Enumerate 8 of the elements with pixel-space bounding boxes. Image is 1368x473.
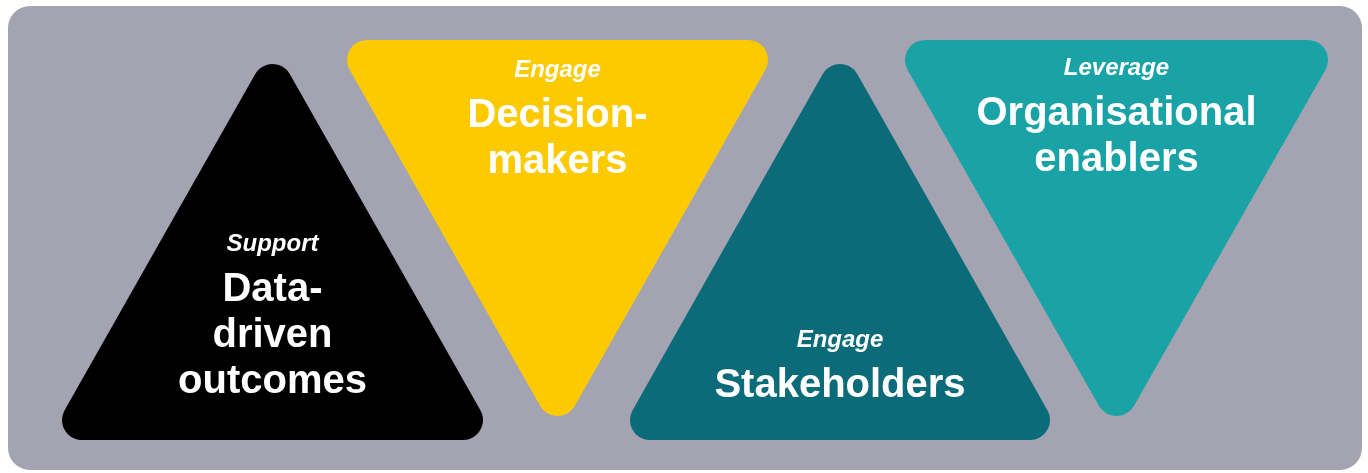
heading-label: Engage <box>796 324 884 354</box>
title-label: Stakeholders <box>714 360 966 406</box>
heading-label: Engage <box>514 54 601 84</box>
heading-label: Leverage <box>1063 52 1170 82</box>
title-label: Data- driven outcomes <box>177 264 368 402</box>
title-label: Organisational enablers <box>975 88 1258 180</box>
heading-label: Support <box>226 228 319 258</box>
title-label: Decision- makers <box>466 90 649 182</box>
